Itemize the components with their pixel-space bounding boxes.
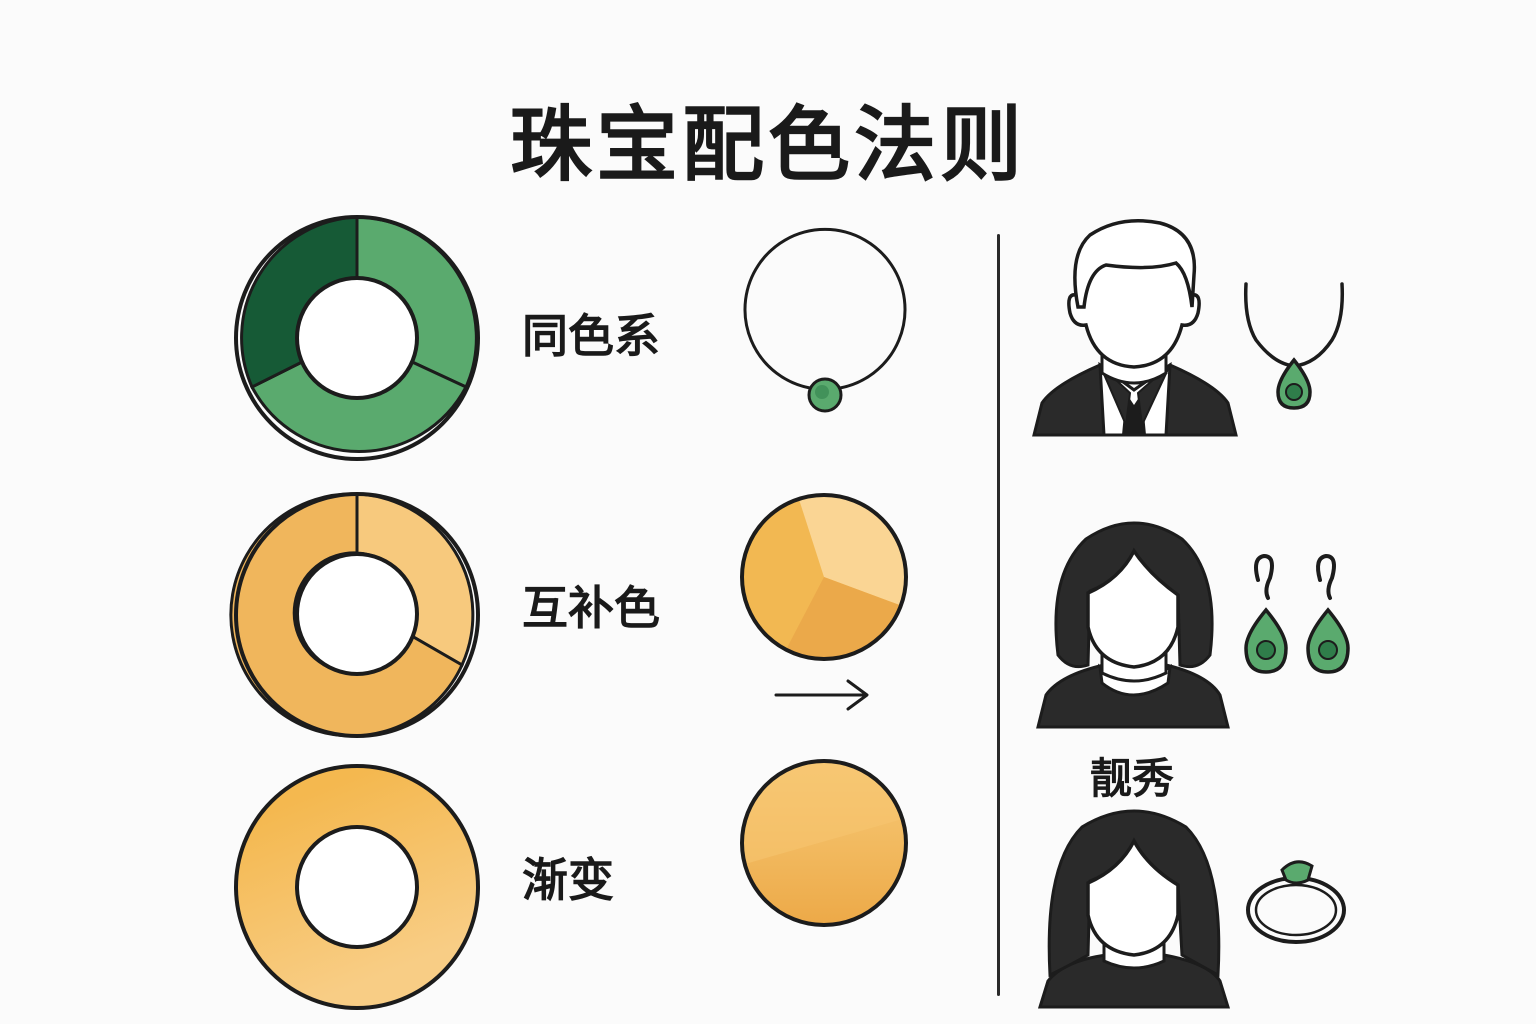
row-label-gradient: 渐变 (522, 853, 614, 907)
gem-ring-icon (1246, 860, 1346, 944)
arrow-right-icon (774, 679, 869, 711)
complementary-ring (229, 492, 480, 738)
row-label-monochrome: 同色系 (522, 309, 660, 363)
woman-short-hair-icon (1036, 521, 1230, 729)
pendant-necklace-icon (1243, 282, 1345, 410)
complementary-swatch (740, 493, 908, 661)
page-title: 珠宝配色法则 (509, 98, 1026, 193)
woman-long-hair-icon (1037, 809, 1231, 1009)
monochrome-ring (234, 215, 480, 461)
man-in-suit-icon (1032, 219, 1238, 437)
row-label-complementary: 互补色 (522, 581, 660, 635)
necklace-loop-icon (743, 227, 907, 413)
person-label-2: 靓秀 (1089, 754, 1174, 803)
vertical-divider (997, 234, 1000, 996)
drop-earrings-icon (1244, 553, 1350, 674)
gradient-swatch (740, 759, 908, 927)
gradient-ring (234, 764, 480, 1010)
